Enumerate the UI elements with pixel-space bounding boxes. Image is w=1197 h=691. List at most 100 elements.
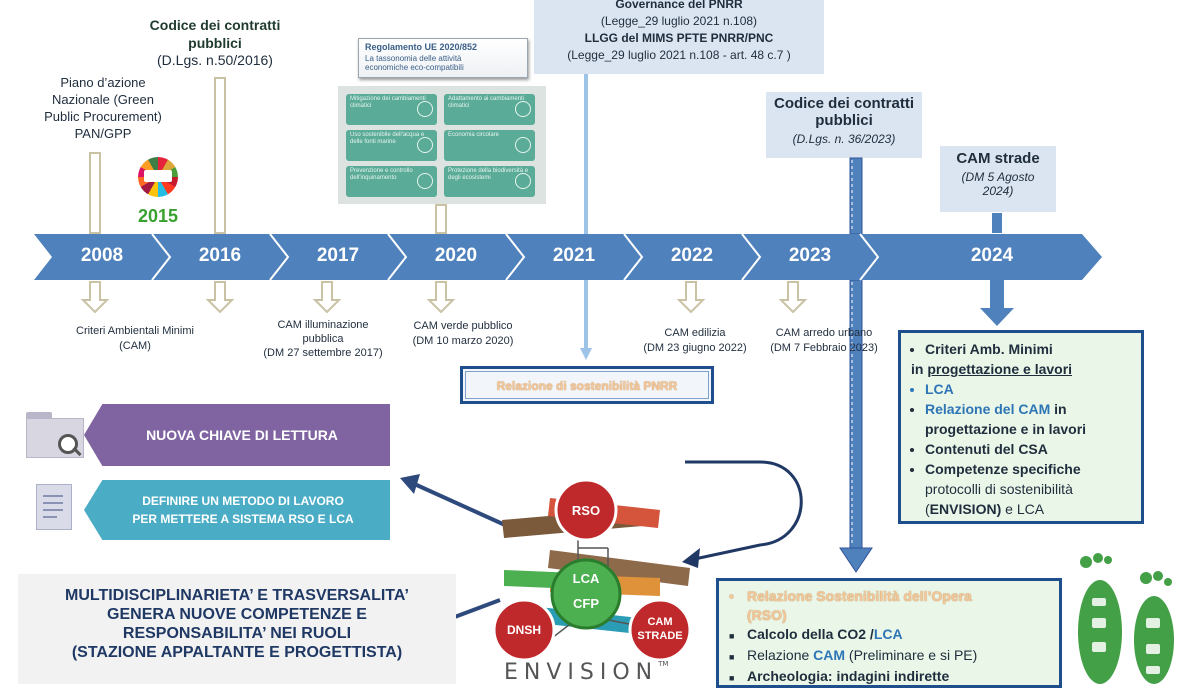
pnrr-governance-box: Governance del PNRR (Legge_29 luglio 202… [534,0,824,74]
timeline-segment-2017 [270,234,406,280]
year-2015: 2015 [137,206,179,226]
cam-2008-line2: (CAM) [119,340,151,352]
down-arrow-2022 [676,281,706,314]
cam-strade-ref1: (DM 5 Agosto [961,170,1035,184]
tile-acqua: Uso sostenibile dell'acqua e delle fonti… [346,130,437,161]
relazione-pnrr-box: Relazione di sostenibilità PNRR [460,366,714,404]
metodo-line2: PER METTERE A SISTEMA RSO E LCA [132,512,354,526]
tile-biodiversita: Protezione della biodiversità e degli ec… [444,166,535,197]
tile-prevenzione: Prevenzione e controllo dell'inquinament… [346,166,437,197]
lca-circle-label: LCA [572,571,600,586]
opera-item-archeologia: ■Archeologia: indagini indirette [729,668,950,684]
codice-2023-title-line1: Codice dei contratti [773,95,915,112]
timeline-year-2008: 2008 [80,245,124,266]
connector-2008-top [89,152,101,234]
nuova-chiave-text: NUOVA CHIAVE DI LETTURA [146,427,338,443]
pnrr-line2: (Legge_29 luglio 2021 n.108) [600,14,758,28]
multi-line1: MULTIDISCIPLINARIETA’ E TRASVERSALITA’ [64,587,409,604]
codice-2016-title-line1: Codice dei contratti [149,17,281,33]
timeline-year-2024: 2024 [970,245,1014,266]
tile-biodiversita-icon [515,173,531,189]
metodo-lavoro-box: DEFINIRE UN METODO DI LAVORO PER METTERE… [84,480,390,540]
pnrr-line3: LLGG del MIMS PFTE PNRR/PNC [584,31,774,45]
tile-mitigazione-label: Mitigazione dei cambiamenti climatici [350,96,426,109]
tile-acqua-icon [417,137,433,153]
pan-line2: Nazionale (Green [52,92,154,107]
down-arrows [80,281,808,314]
feedback-curve [685,460,803,562]
timeline-segment-2008 [34,234,170,280]
pan-line3: Public Procurement) [44,109,162,124]
taxonomy-objectives-panel: Mitigazione dei cambiamenti climatici Ad… [338,86,546,204]
cam-2023-line2: (DM 7 Febbraio 2023) [770,342,878,354]
envision-diagram [492,478,692,662]
tile-adattamento: Adattamento ai cambiamenti climatici [444,94,535,125]
box-2024-item-csa: Contenuti del CSA [925,439,1135,459]
connector-2020-top [435,204,447,234]
pan-line1: Piano d’azione [60,75,146,90]
cam-strade-circle-line1: CAM [647,616,673,628]
timeline [34,233,1102,281]
codice-2016-ref: (D.Lgs. n.50/2016) [157,52,273,68]
cam-2020-label: CAM verde pubblico (DM 10 marzo 2020) [388,319,538,349]
metodo-lavoro-text: DEFINIRE UN METODO DI LAVORO PER METTERE… [84,480,390,528]
box-2024-item-relazione: Relazione del CAM in progettazione e in … [925,399,1135,439]
opera-item-co2: ■Calcolo della CO2 /LCA [729,626,903,642]
connector-2023-arrowhead [839,547,873,573]
down-arrow-2008 [80,281,110,314]
opera-item-relazione: ■Relazione CAM (Preliminare e si PE) [729,647,978,663]
multidisciplinarieta-text: MULTIDISCIPLINARIETA’ E TRASVERSALITA’ G… [18,574,456,662]
timeline-year-2023: 2023 [788,245,832,266]
tile-acqua-label: Uso sostenibile dell'acqua e delle fonti… [350,132,425,145]
opera-item-rso: •Relazione Sostenibilità dell’Opera (RSO… [729,588,972,623]
metodo-line1: DEFINIRE UN METODO DI LAVORO [142,494,344,508]
lca-cfp-circle [550,558,622,630]
down-arrow-2017 [312,281,342,314]
pan-gpp-label: Piano d’azione Nazionale (Green Public P… [28,74,178,142]
cam-2017-label: CAM illuminazione pubblica (DM 27 settem… [248,318,398,360]
tile-adattamento-label: Adattamento ai cambiamenti climatici [448,96,525,109]
box-2024-item-lca: LCA [925,379,1135,399]
cam-2008-label: Criteri Ambientali Minimi (CAM) [60,324,210,354]
relazione-pnrr-text: Relazione di sostenibilità PNRR [465,371,709,399]
timeline-segment-2020 [388,234,524,280]
timeline-year-2020: 2020 [434,245,478,266]
tile-mitigazione: Mitigazione dei cambiamenti climatici [346,94,437,125]
cam-2017-line1: CAM illuminazione [277,319,369,331]
timeline-year-2016: 2016 [198,245,242,266]
cam-strade-title: CAM strade [956,150,1040,167]
timeline-segment-2024 [860,234,1102,280]
timeline-segment-2023 [742,234,878,280]
rso-circle [554,478,618,542]
opera-item-rso-b: (RSO) [747,607,787,623]
pan-line4: PAN/GPP [74,126,132,141]
down-arrow-2020 [426,281,456,314]
down-arrow-2016 [205,281,235,314]
tile-biodiversita-label: Protezione della biodiversità e degli ec… [448,168,529,181]
timeline-segment-2021 [506,234,642,280]
tile-economia: Economia circolare [444,130,535,161]
cam-strade-ref2: 2024) [982,184,1014,198]
cam-2020-line1: CAM verde pubblico [413,320,513,332]
timeline-year-2021: 2021 [552,245,596,266]
cam-strade-box: CAM strade (DM 5 Agosto 2024) [940,146,1056,212]
carbon-footprint-icon [1078,553,1174,684]
codice-2016-title: Codice dei contratti pubblici [140,16,290,52]
cam-2022-label: CAM edilizia (DM 23 giugno 2022) [620,326,770,356]
folder-search-icon [26,412,86,458]
nuova-chiave-box: NUOVA CHIAVE DI LETTURA [84,404,390,466]
timeline-year-2017: 2017 [316,245,360,266]
connector-2024-top [992,213,1002,233]
pnrr-line4: (Legge_29 luglio 2021 n.108 - art. 48 c.… [567,48,791,62]
connector-2024-arrowhead [980,308,1014,326]
cam-strade-circle-label: CAM STRADE [630,615,690,643]
cam-2023-label: CAM arredo urbano (DM 7 Febbraio 2023) [758,326,890,356]
cam-2022-line2: (DM 23 giugno 2022) [643,342,747,354]
tile-adattamento-icon [515,101,531,117]
multi-line2: GENERA NUOVE COMPETENZE E [107,606,367,623]
dnsh-circle-label: DNSH [506,623,541,637]
